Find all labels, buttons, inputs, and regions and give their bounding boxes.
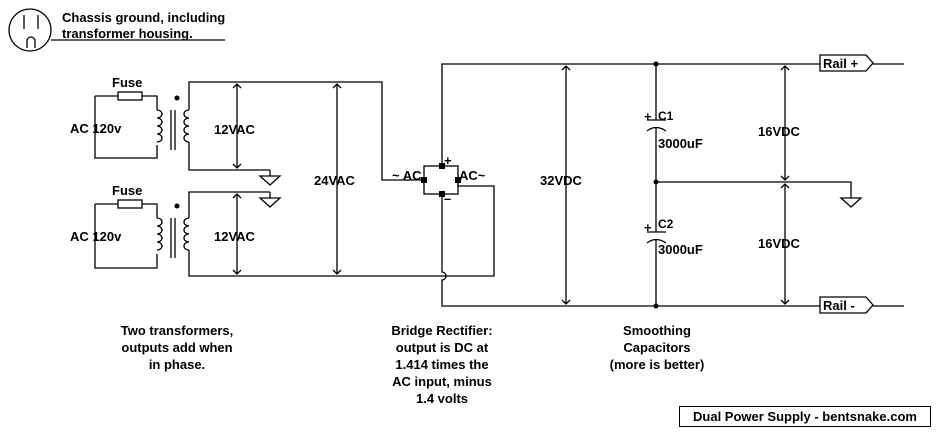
combined-ac-label: 24VAC: [314, 173, 355, 188]
input-label-2: AC 120v: [70, 229, 122, 244]
caption-line: Smoothing: [623, 323, 691, 338]
fuse-label-2: Fuse: [112, 183, 143, 198]
caption-line: outputs add when: [121, 340, 233, 355]
cap2-plus: +: [644, 220, 652, 235]
caption-line: Two transformers,: [120, 323, 234, 338]
transformer-1: [94, 81, 424, 181]
caption-line: AC input, minus: [392, 374, 492, 389]
rail-minus-tag: [819, 296, 874, 314]
rail-plus-label: Rail +: [823, 56, 859, 71]
output-label-2: 12VAC: [214, 229, 255, 244]
caption-line: 1.4 volts: [415, 391, 469, 406]
half-voltage-upper: 16VDC: [758, 124, 800, 139]
outlet-note-line-1: Chassis ground, including: [62, 10, 226, 25]
rail-plus-tag: [819, 54, 874, 72]
cap1-plus: +: [644, 109, 652, 124]
caption-capacitors: Smoothing Capacitors (more is better): [590, 322, 724, 373]
capacitor-bank: [646, 64, 863, 306]
credit-box: Dual Power Supply - bentsnake.com: [679, 406, 931, 427]
outlet-note-line-2: transformer housing.: [62, 26, 193, 41]
caption-line: 1.414 times the: [395, 357, 489, 372]
cap1-name: C1: [658, 109, 674, 123]
bridge-rectifier: [423, 63, 904, 307]
ground-icon: [258, 170, 282, 186]
dc-total-label: 32VDC: [540, 173, 582, 188]
output-label-1: 12VAC: [214, 122, 255, 137]
caption-line: Bridge Rectifier:: [391, 323, 493, 338]
cap1-value: 3000uF: [658, 136, 703, 151]
caption-transformers: Two transformers, outputs add when in ph…: [102, 322, 252, 373]
caption-line: (more is better): [609, 357, 705, 372]
caption-line: Capacitors: [623, 340, 691, 355]
junction-dots: [653, 61, 659, 309]
voltage-arrows: [232, 65, 790, 305]
half-voltage-lower: 16VDC: [758, 236, 800, 251]
ground-icon: [258, 192, 282, 208]
fuse-label-1: Fuse: [112, 75, 143, 90]
outlet-icon: [8, 8, 225, 52]
bridge-minus-label: –: [444, 191, 452, 206]
rail-minus-label: Rail -: [823, 298, 855, 313]
bridge-plus-label: +: [444, 153, 452, 168]
cap2-value: 3000uF: [658, 242, 703, 257]
caption-line: output is DC at: [395, 340, 489, 355]
caption-bridge: Bridge Rectifier: output is DC at 1.414 …: [372, 322, 512, 407]
phase-dot-2: [174, 203, 180, 209]
bridge-terminals: [421, 163, 461, 197]
bridge-ac-right-label: AC~: [459, 168, 486, 183]
input-label-1: AC 120v: [70, 121, 122, 136]
bridge-ac-left-label: ~ AC: [392, 168, 422, 183]
phase-dot-1: [174, 95, 180, 101]
caption-line: in phase.: [148, 357, 206, 372]
cap2-name: C2: [658, 217, 674, 231]
